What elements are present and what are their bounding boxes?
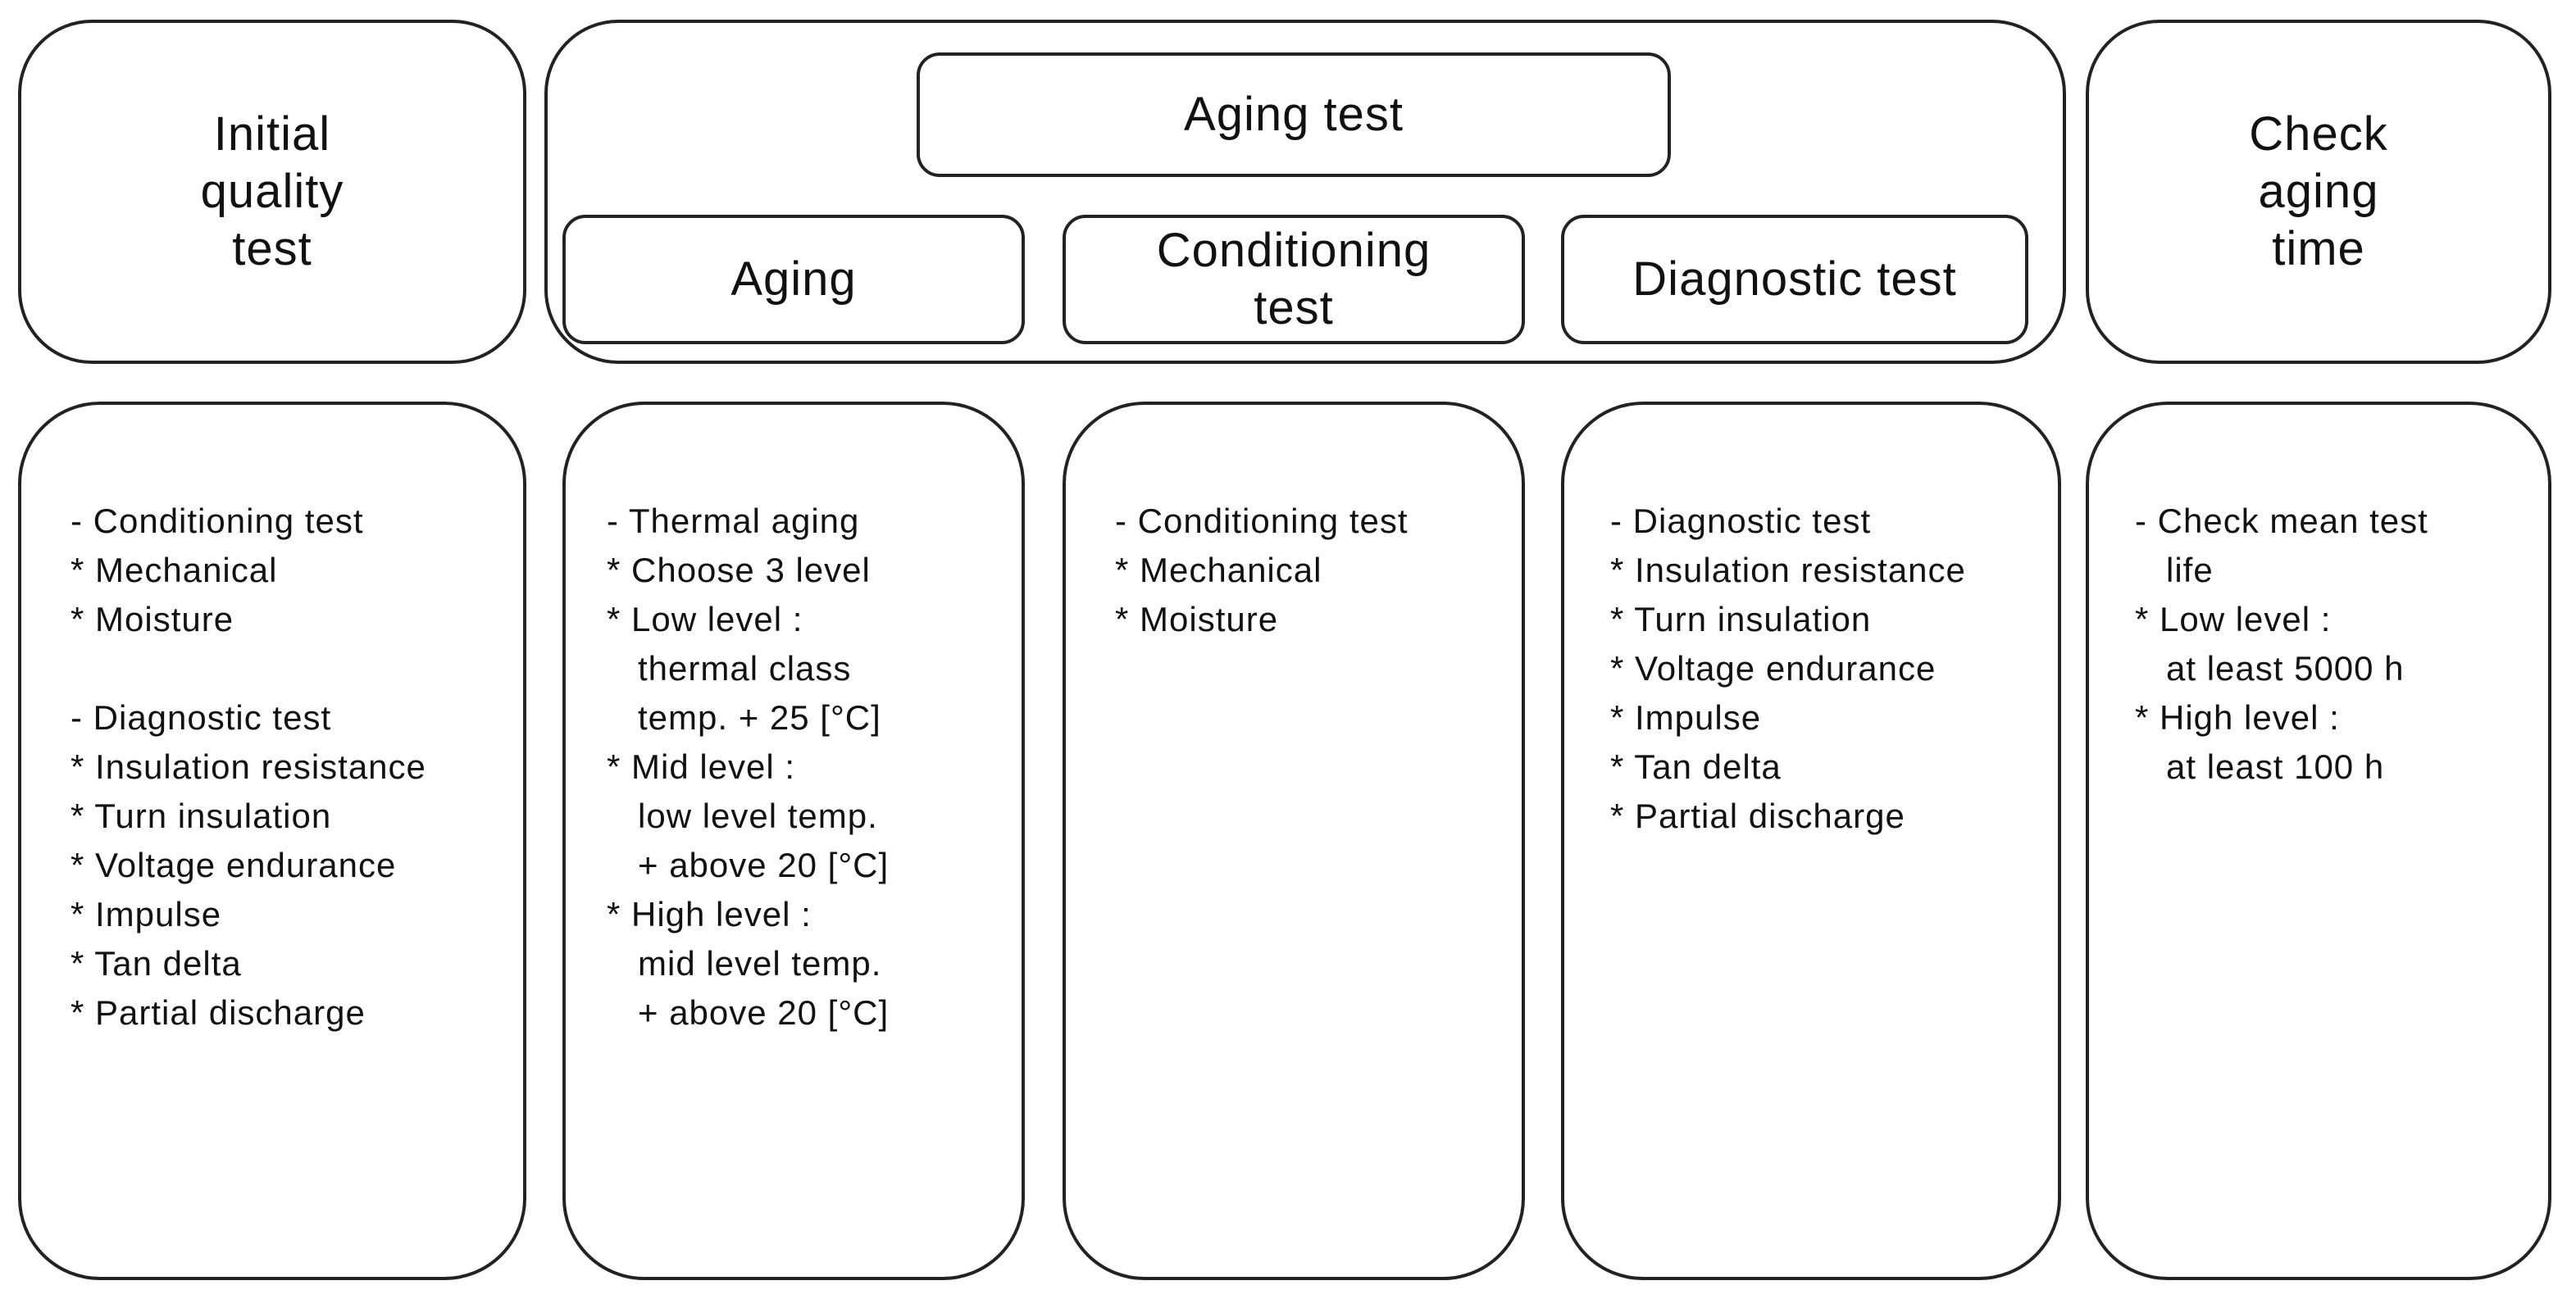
list-item: at least 100 h <box>2166 747 2385 786</box>
conditioning-test-header: Conditioning test <box>1063 215 1525 344</box>
list-item: thermal class <box>638 649 852 688</box>
aging-column <box>562 402 1025 1280</box>
list-item: * Insulation resistance <box>71 747 426 786</box>
diagnostic-test-column <box>1561 402 2061 1280</box>
list-item: - Conditioning test <box>71 502 364 540</box>
list-item: * Impulse <box>71 895 222 933</box>
list-item: * Turn insulation <box>1610 600 1872 638</box>
list-item: * Low level : <box>2135 600 2332 638</box>
check-aging-time-column <box>2086 402 2551 1280</box>
list-item: mid level temp. <box>638 944 882 983</box>
check-aging-time-list: - Check mean test life * Low level : at lea… <box>2135 497 2428 792</box>
list-item: * Tan delta <box>1610 747 1782 786</box>
aging-header: Aging <box>562 215 1025 344</box>
list-item: * High level : <box>607 895 812 933</box>
aging-test-header: Aging test <box>917 52 1671 177</box>
list-item: * Voltage endurance <box>71 846 397 884</box>
list-spacer <box>71 644 426 693</box>
diagnostic-test-list: - Diagnostic test * Insulation resistance… <box>1610 497 1966 841</box>
aging-test-title: Aging test <box>1184 88 1404 141</box>
list-item: * Choose 3 level <box>607 551 871 589</box>
list-item: - Diagnostic test <box>71 698 332 737</box>
conditioning-test-title: Conditioning test <box>1156 224 1431 334</box>
initial-quality-test-column <box>18 402 526 1280</box>
list-item: temp. + 25 [°C] <box>638 698 881 737</box>
list-item: * Mechanical <box>1115 551 1322 589</box>
list-item: * Low level : <box>607 600 803 638</box>
list-item: * Impulse <box>1610 698 1762 737</box>
check-aging-time-header: Check aging time <box>2086 20 2551 364</box>
list-item: + above 20 [°C] <box>638 846 890 884</box>
list-item: - Diagnostic test <box>1610 502 1872 540</box>
list-item: at least 5000 h <box>2166 649 2405 688</box>
diagnostic-test-header: Diagnostic test <box>1561 215 2028 344</box>
list-item: low level temp. <box>638 797 878 835</box>
list-item: * Partial discharge <box>1610 797 1905 835</box>
list-item: * Insulation resistance <box>1610 551 1966 589</box>
initial-quality-test-list: - Conditioning test * Mechanical * Moistur… <box>71 497 426 1038</box>
list-item: * Turn insulation <box>71 797 332 835</box>
list-item: - Thermal aging <box>607 502 860 540</box>
aging-title: Aging <box>730 252 857 306</box>
list-item: * Voltage endurance <box>1610 649 1937 688</box>
list-item: - Check mean test <box>2135 502 2428 540</box>
list-item: * Moisture <box>71 600 234 638</box>
list-item: + above 20 [°C] <box>638 993 890 1032</box>
list-item: * Mid level : <box>607 747 796 786</box>
list-item: life <box>2166 551 2214 589</box>
initial-quality-test-title: Initial quality test <box>200 107 344 275</box>
diagnostic-test-title: Diagnostic test <box>1632 252 1957 306</box>
list-item: * Moisture <box>1115 600 1279 638</box>
list-item: * High level : <box>2135 698 2340 737</box>
list-item: * Tan delta <box>71 944 242 983</box>
conditioning-test-column <box>1063 402 1525 1280</box>
list-item: * Partial discharge <box>71 993 366 1032</box>
conditioning-test-list: - Conditioning test * Mechanical * Moistur… <box>1115 497 1409 644</box>
initial-quality-test-header: Initial quality test <box>18 20 526 364</box>
list-item: * Mechanical <box>71 551 278 589</box>
check-aging-time-title: Check aging time <box>2249 107 2388 275</box>
list-item: - Conditioning test <box>1115 502 1409 540</box>
aging-list: - Thermal aging * Choose 3 level * Low lev… <box>607 497 889 1038</box>
